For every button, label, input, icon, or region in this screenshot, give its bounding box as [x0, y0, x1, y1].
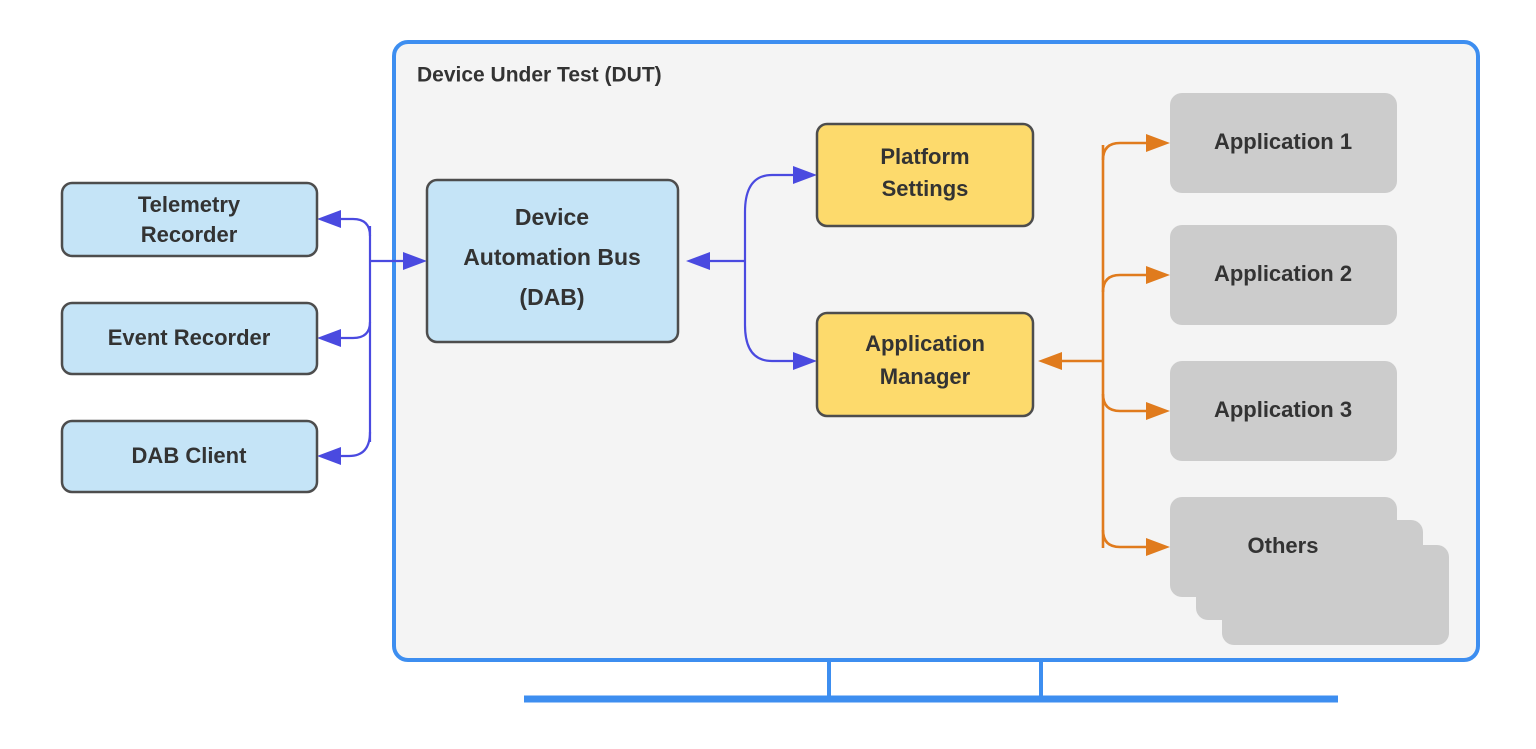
application-manager-label-line-1: Application — [865, 331, 985, 356]
application-3-box[interactable] — [1170, 361, 1397, 461]
edge-dab-to-platform-settings — [743, 173, 795, 261]
edge-group-dab-to-external — [317, 210, 427, 465]
tv-stand — [524, 660, 1338, 703]
edge-orange-to-app3 — [1101, 393, 1148, 413]
node-event-recorder[interactable]: Event Recorder — [60, 301, 319, 376]
edge-group-apps-to-manager — [1038, 134, 1170, 556]
others-label: Others — [1248, 533, 1319, 558]
node-application-manager[interactable]: Application Manager — [815, 311, 1035, 418]
application-manager-label-line-2: Manager — [880, 364, 971, 389]
telemetry-recorder-label-line-1: Telemetry — [138, 192, 241, 217]
dab-box[interactable] — [425, 178, 680, 344]
node-telemetry-recorder[interactable]: Telemetry Recorder — [60, 181, 319, 258]
application-2-label: Application 2 — [1214, 261, 1352, 286]
application-3-label: Application 3 — [1214, 397, 1352, 422]
node-application-3[interactable]: Application 3 — [1170, 361, 1397, 461]
dab-label-line-2: Automation Bus — [463, 244, 641, 270]
arrowhead-into-dab-left — [403, 252, 427, 270]
edge-group-dab-to-services — [686, 166, 817, 370]
others-box[interactable] — [1170, 497, 1397, 597]
event-recorder-box[interactable] — [60, 301, 319, 376]
arrowhead-into-platform-settings — [793, 166, 817, 184]
node-dab[interactable]: Device Automation Bus (DAB) — [425, 178, 680, 344]
telemetry-recorder-label-line-2: Recorder — [141, 222, 238, 247]
edge-orange-to-app2 — [1101, 273, 1148, 293]
telemetry-recorder-box[interactable] — [60, 181, 319, 258]
arrowhead-into-application-3 — [1146, 402, 1170, 420]
edge-orange-to-others — [1101, 529, 1148, 549]
platform-settings-box[interactable] — [815, 122, 1035, 228]
platform-settings-label-line-1: Platform — [880, 144, 969, 169]
dab-label-line-1: Device — [515, 204, 589, 230]
event-recorder-label: Event Recorder — [108, 325, 271, 350]
arrowhead-into-application-manager — [793, 352, 817, 370]
arrowhead-into-others — [1146, 538, 1170, 556]
node-others[interactable]: Others — [1170, 497, 1449, 645]
node-application-1[interactable]: Application 1 — [1170, 93, 1397, 193]
dab-label-line-3: (DAB) — [519, 284, 584, 310]
edge-branch-event — [340, 321, 372, 340]
arrowhead-into-dab-client — [317, 447, 341, 465]
edge-branch-dab-client — [340, 431, 372, 458]
platform-settings-label-line-2: Settings — [882, 176, 969, 201]
application-1-box[interactable] — [1170, 93, 1397, 193]
dut-container-title: Device Under Test (DUT) — [417, 64, 662, 87]
arrowhead-into-application-1 — [1146, 134, 1170, 152]
node-dab-client[interactable]: DAB Client — [60, 419, 319, 494]
application-manager-box[interactable] — [815, 311, 1035, 418]
arrowhead-into-telemetry-recorder — [317, 210, 341, 228]
edge-orange-to-app1 — [1101, 141, 1148, 161]
edge-branch-telemetry — [340, 217, 372, 237]
node-application-2[interactable]: Application 2 — [1170, 225, 1397, 325]
dab-client-box[interactable] — [60, 419, 319, 494]
arrowhead-into-event-recorder — [317, 329, 341, 347]
arrowhead-into-application-manager-right — [1038, 352, 1062, 370]
application-2-box[interactable] — [1170, 225, 1397, 325]
arrowhead-into-dab-right — [686, 252, 710, 270]
edge-dab-to-application-manager — [743, 261, 795, 363]
dab-client-label: DAB Client — [132, 443, 248, 468]
application-1-label: Application 1 — [1214, 129, 1352, 154]
arrowhead-into-application-2 — [1146, 266, 1170, 284]
node-platform-settings[interactable]: Platform Settings — [815, 122, 1035, 228]
